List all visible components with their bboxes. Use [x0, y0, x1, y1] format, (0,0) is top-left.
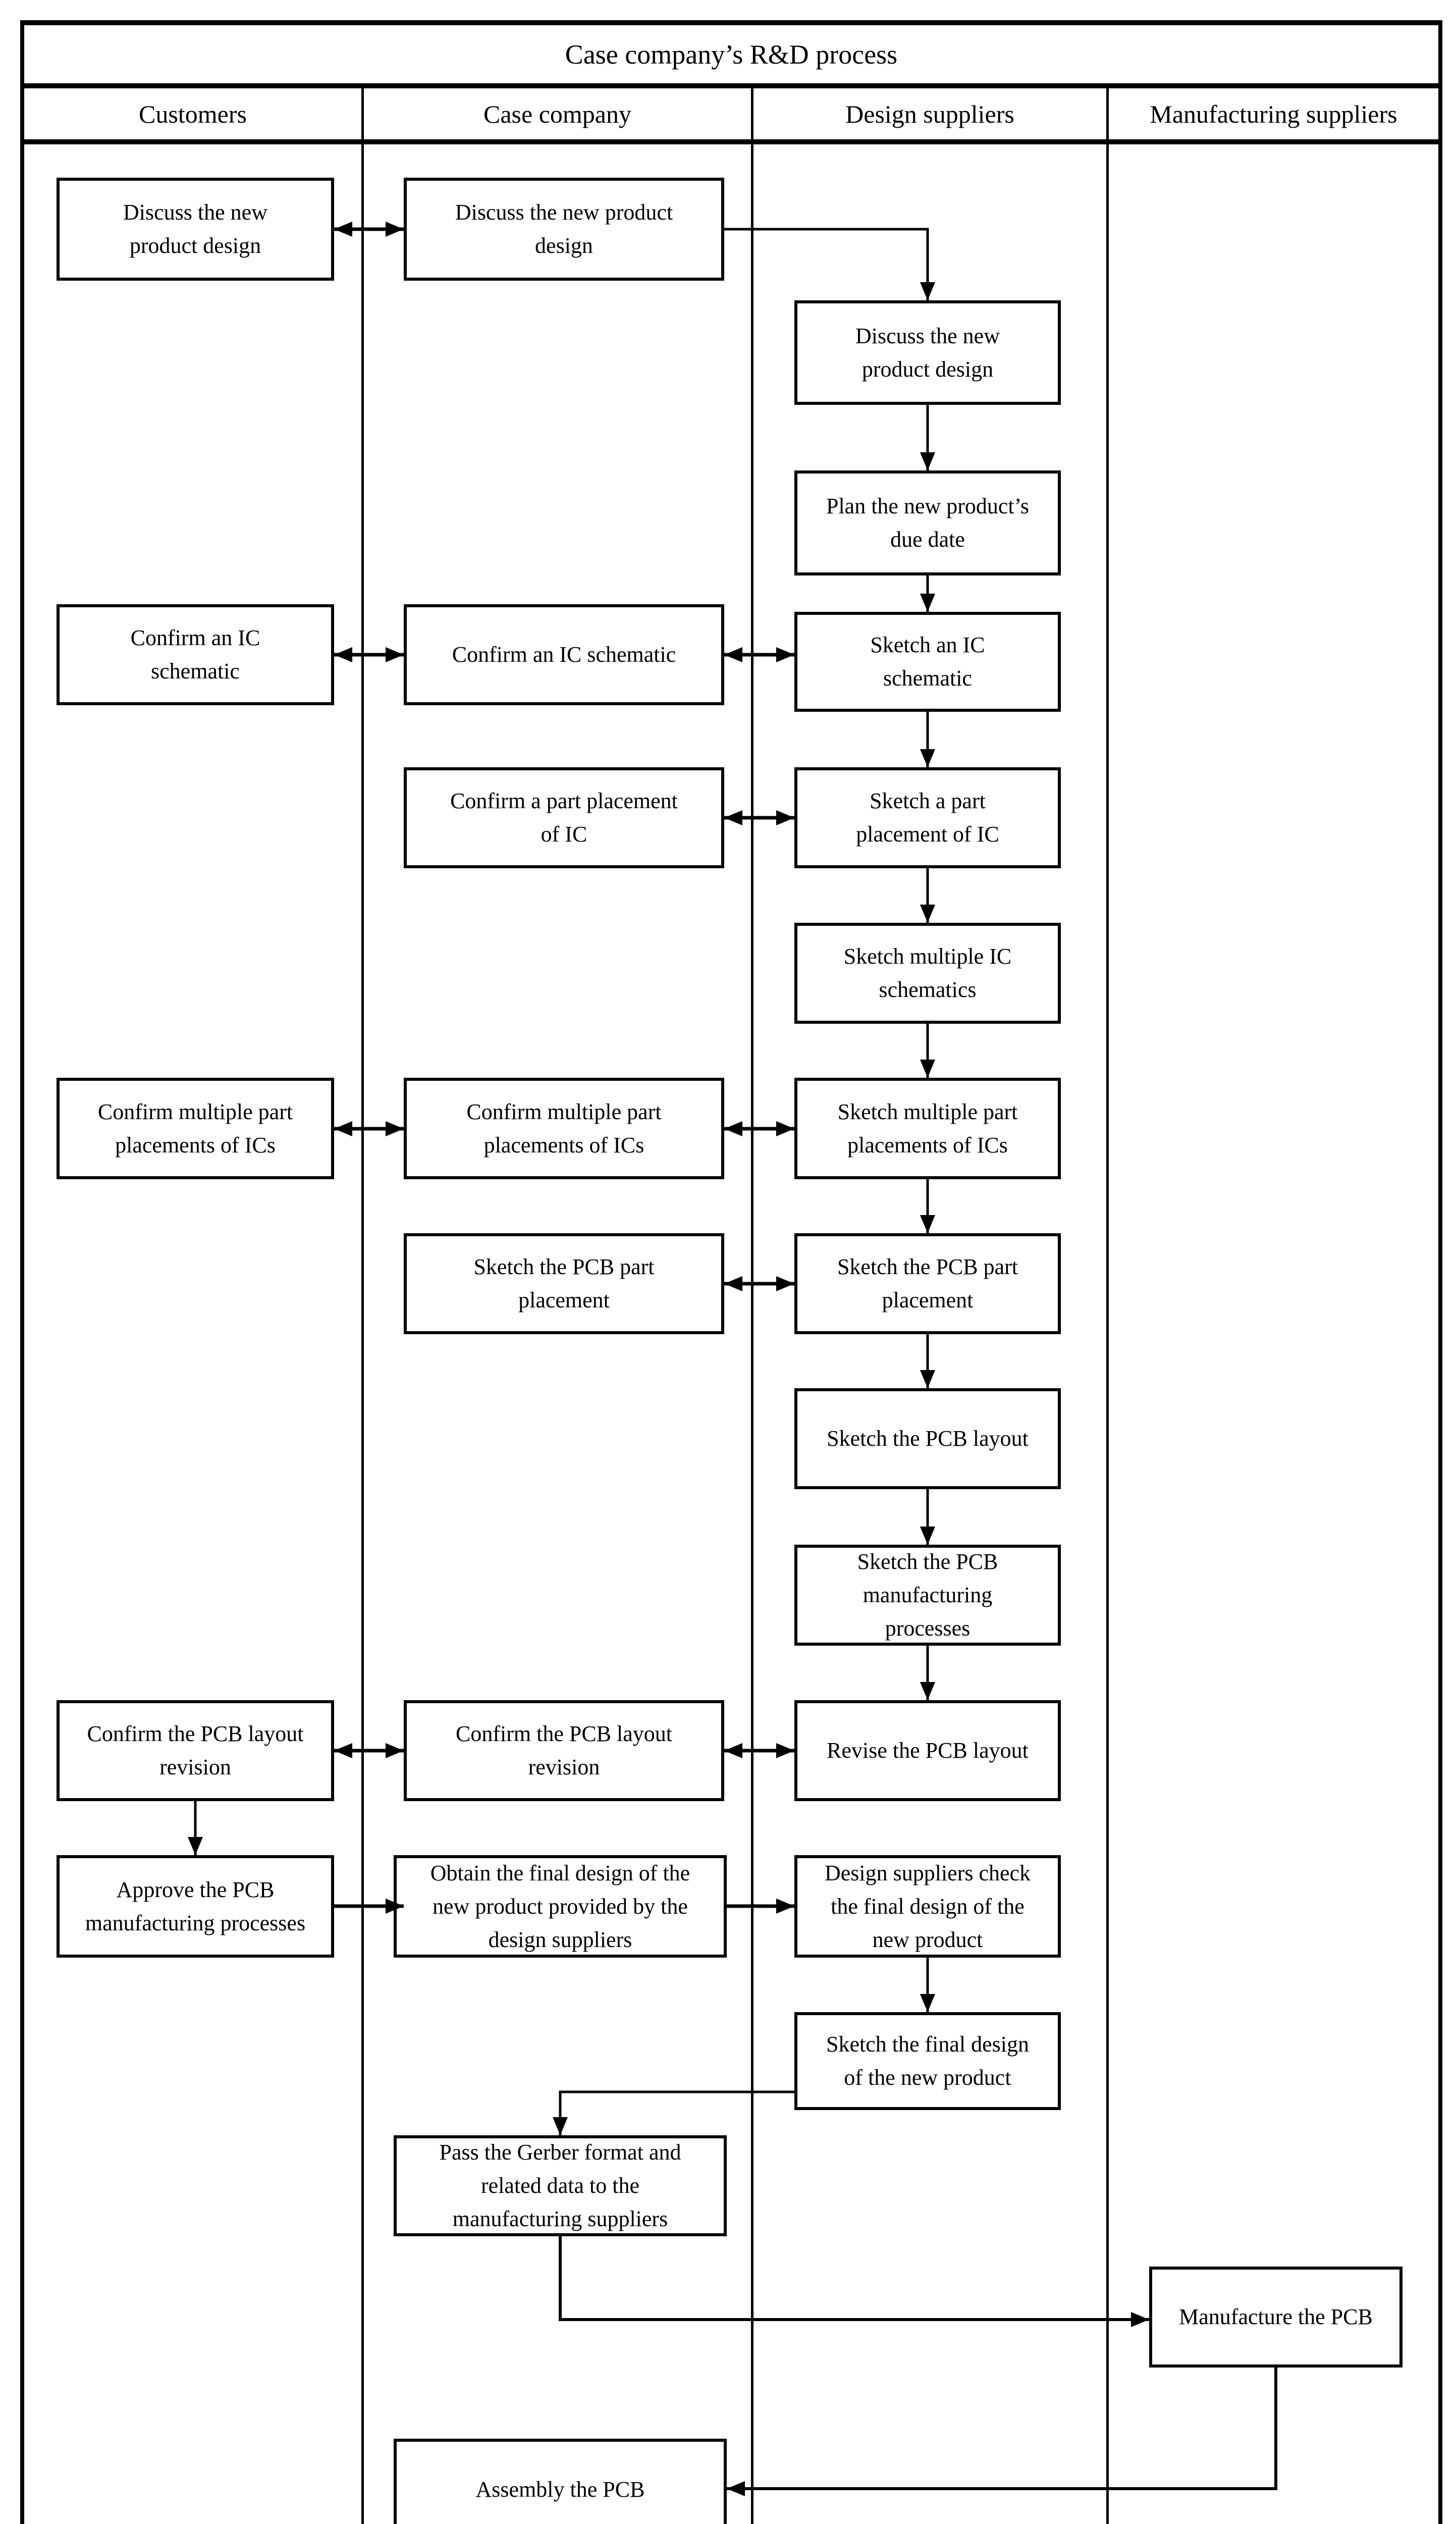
process-box-label: Sketch the final design of the new produ… — [826, 2032, 1029, 2090]
title-separator — [20, 83, 1442, 88]
lane-header-label: Design suppliers — [845, 99, 1014, 128]
process-box-design-sketch-pcb-manufacturing: Sketch the PCB manufacturing processes — [794, 1545, 1061, 1646]
process-box-label: Sketch a part placement of IC — [856, 788, 999, 847]
process-box-design-plan-due-date: Plan the new product’s due date — [794, 470, 1061, 575]
process-box-design-revise-pcb-layout: Revise the PCB layout — [794, 1700, 1061, 1801]
lane-header-customers: Customers — [24, 88, 361, 139]
lane-header-design-suppliers: Design suppliers — [753, 88, 1106, 139]
outer-border-right — [1438, 20, 1442, 2524]
process-box-label: Confirm an IC schematic — [452, 642, 676, 667]
process-box-label: Manufacture the PCB — [1179, 2304, 1373, 2329]
process-box-design-discuss: Discuss the new product design — [794, 300, 1061, 405]
header-separator — [20, 139, 1442, 144]
lane-divider-design-manufacturing — [1106, 83, 1109, 2524]
connector-pass-gerber-to-manufacture — [559, 2236, 1149, 2327]
diagram-title-text: Case company’s R&D process — [565, 39, 898, 70]
process-box-case-obtain-final-design: Obtain the final design of the new produ… — [394, 1855, 727, 1958]
lane-header-label: Manufacturing suppliers — [1150, 99, 1397, 128]
process-box-customers-confirm-ic-schematic: Confirm an IC schematic — [57, 604, 334, 705]
process-box-label: Discuss the new product design — [123, 200, 267, 258]
process-box-case-discuss: Discuss the new product design — [404, 178, 724, 281]
process-box-label: Confirm the PCB layout revision — [456, 1721, 672, 1779]
process-box-label: Confirm multiple part placements of ICs — [97, 1099, 293, 1158]
process-box-label: Sketch the PCB layout — [827, 1426, 1029, 1451]
process-box-design-sketch-multiple-ic: Sketch multiple IC schematics — [794, 923, 1061, 1024]
process-box-label: Sketch the PCB part placement — [473, 1254, 655, 1312]
process-box-label: Pass the Gerber format and related data … — [439, 2140, 681, 2231]
process-box-case-sketch-pcb-part-placement: Sketch the PCB part placement — [404, 1233, 724, 1334]
process-box-design-sketch-multiple-placements: Sketch multiple part placements of ICs — [794, 1078, 1061, 1179]
outer-border-left — [20, 20, 24, 2524]
process-box-customers-confirm-layout-revision: Confirm the PCB layout revision — [57, 1700, 334, 1801]
lane-header-label: Customers — [139, 99, 247, 128]
process-box-label: Revise the PCB layout — [827, 1738, 1029, 1763]
process-box-case-pass-gerber: Pass the Gerber format and related data … — [394, 2135, 727, 2236]
process-box-label: Sketch an IC schematic — [870, 633, 985, 691]
process-box-customers-confirm-multiple-placements: Confirm multiple part placements of ICs — [57, 1078, 334, 1179]
process-box-manufacture-pcb: Manufacture the PCB — [1149, 2267, 1403, 2368]
process-box-case-confirm-layout-revision: Confirm the PCB layout revision — [404, 1700, 724, 1801]
lane-header-manufacturing-suppliers: Manufacturing suppliers — [1109, 88, 1438, 139]
process-box-case-assembly-pcb: Assembly the PCB — [394, 2439, 727, 2524]
process-box-label: Confirm multiple part placements of ICs — [466, 1099, 662, 1158]
process-box-label: Sketch the PCB manufacturing processes — [857, 1549, 998, 1641]
lane-divider-case-design — [751, 83, 753, 2524]
process-box-design-sketch-final-design: Sketch the final design of the new produ… — [794, 2012, 1061, 2110]
process-box-case-confirm-part-placement: Confirm a part placement of IC — [404, 767, 724, 868]
process-box-label: Confirm the PCB layout revision — [87, 1721, 304, 1779]
process-box-label: Confirm a part placement of IC — [450, 788, 678, 847]
process-box-design-sketch-pcb-layout: Sketch the PCB layout — [794, 1388, 1061, 1489]
process-box-label: Obtain the final design of the new produ… — [430, 1860, 690, 1952]
process-box-customers-discuss: Discuss the new product design — [57, 178, 334, 281]
diagram-title: Case company’s R&D process — [24, 25, 1438, 83]
process-box-label: Sketch the PCB part placement — [837, 1254, 1018, 1312]
process-box-label: Sketch multiple part placements of ICs — [837, 1099, 1018, 1158]
process-box-case-confirm-multiple-placements: Confirm multiple part placements of ICs — [404, 1078, 724, 1179]
process-box-design-check-final-design: Design suppliers check the final design … — [794, 1855, 1061, 1958]
process-box-design-sketch-pcb-part-placement: Sketch the PCB part placement — [794, 1233, 1061, 1334]
process-box-customers-approve-manufacturing: Approve the PCB manufacturing processes — [57, 1855, 334, 1958]
process-box-label: Confirm an IC schematic — [130, 625, 260, 683]
process-box-label: Discuss the new product design — [855, 323, 1000, 382]
connector-sketch-final-to-pass-gerber — [553, 2090, 794, 2135]
process-box-design-sketch-ic-schematic: Sketch an IC schematic — [794, 612, 1061, 712]
process-box-label: Approve the PCB manufacturing processes — [85, 1877, 306, 1935]
process-box-label: Discuss the new product design — [455, 200, 673, 258]
outer-border-top — [20, 20, 1442, 25]
process-box-label: Assembly the PCB — [475, 2477, 645, 2502]
lane-header-case-company: Case company — [364, 88, 751, 139]
process-box-design-sketch-part-placement: Sketch a part placement of IC — [794, 767, 1061, 868]
process-box-case-confirm-ic-schematic: Confirm an IC schematic — [404, 604, 724, 705]
lane-divider-customers-case — [361, 83, 364, 2524]
process-box-label: Sketch multiple IC schematics — [843, 944, 1012, 1002]
connector-case-discuss-to-design-discuss — [724, 228, 935, 300]
connector-manufacture-to-assembly — [727, 2368, 1277, 2496]
process-box-label: Plan the new product’s due date — [826, 494, 1030, 552]
process-box-label: Design suppliers check the final design … — [824, 1860, 1031, 1952]
lane-header-label: Case company — [483, 99, 631, 128]
